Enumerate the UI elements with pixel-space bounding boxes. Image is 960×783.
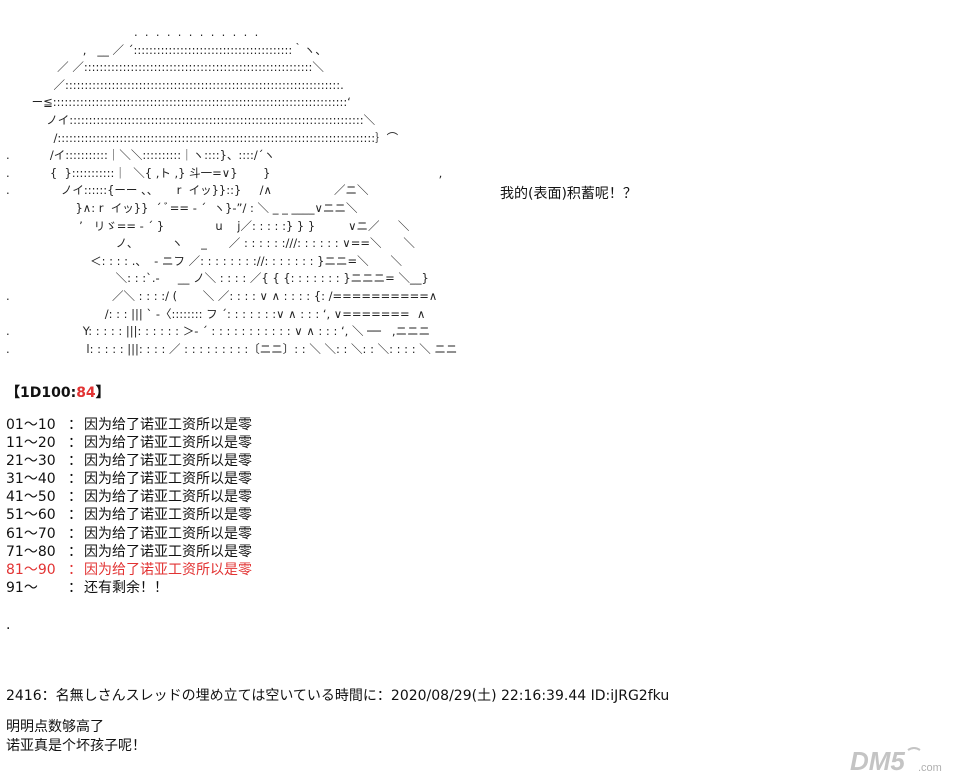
row-separator: ：: [68, 417, 82, 433]
spacer-dot: .: [6, 617, 11, 633]
row-range: 11～20: [6, 435, 56, 452]
row-separator: ：: [68, 579, 82, 596]
table-row: 91～ ：还有剩余！！: [6, 579, 252, 597]
row-text: 因为给了诺亚工资所以是零: [84, 471, 252, 488]
table-row: 71～80 ：因为给了诺亚工资所以是零: [6, 543, 252, 561]
row-range: 21～30: [6, 453, 56, 470]
ascii-art: . . . . . . . . . . . . , __ ／ ´::::::::…: [6, 25, 458, 356]
table-row: 61～70 ：因为给了诺亚工资所以是零: [6, 525, 252, 543]
row-range: 31～40: [6, 471, 56, 488]
row-text: 还有剩余！！: [84, 579, 168, 596]
row-separator: ：: [68, 561, 82, 578]
row-range: 51～60: [6, 507, 56, 524]
row-range: 91～: [6, 579, 38, 596]
row-separator: ：: [68, 525, 82, 542]
dice-roll-value: 84: [76, 385, 96, 401]
speech-text: 我的(表面)积蓄呢！？: [500, 186, 637, 202]
table-row: 51～60 ：因为给了诺亚工资所以是零: [6, 506, 252, 524]
row-text: 因为给了诺亚工资所以是零: [84, 561, 252, 578]
post-body: 明明点数够高了 诺亚真是个坏孩子呢！: [6, 719, 146, 754]
row-text: 因为给了诺亚工资所以是零: [84, 525, 252, 542]
row-range: 71～80: [6, 543, 56, 560]
row-separator: ：: [68, 543, 82, 560]
row-text: 因为给了诺亚工资所以是零: [84, 417, 252, 433]
row-separator: ：: [68, 489, 82, 506]
row-range: 61～70: [6, 525, 56, 542]
dice-roll-result: 【1D100:84】: [6, 382, 110, 402]
watermark-arc-icon: [907, 747, 921, 751]
table-row: 41～50 ：因为给了诺亚工资所以是零: [6, 488, 252, 506]
table-row: 31～40 ：因为给了诺亚工资所以是零: [6, 470, 252, 488]
row-text: 因为给了诺亚工资所以是零: [84, 489, 252, 506]
row-separator: ：: [68, 471, 82, 488]
row-range: 01～10: [6, 417, 56, 433]
dice-roll-close: 】: [95, 385, 110, 401]
table-row: 11～20 ：因为给了诺亚工资所以是零: [6, 434, 252, 452]
row-separator: ：: [68, 507, 82, 524]
row-range: 81～90: [6, 561, 56, 578]
row-text: 因为给了诺亚工资所以是零: [84, 543, 252, 560]
table-row: 01～10 ：因为给了诺亚工资所以是零: [6, 416, 252, 434]
table-row: 21～30 ：因为给了诺亚工资所以是零: [6, 452, 252, 470]
row-text: 因为给了诺亚工资所以是零: [84, 435, 252, 452]
dice-roll-label: 【1D100:: [6, 385, 77, 401]
row-text: 因为给了诺亚工资所以是零: [84, 507, 252, 524]
post-header: 2416：名無しさんスレッドの埋め立ては空いている時間に：2020/08/29(…: [6, 688, 670, 704]
watermark-text: DM5: [850, 746, 905, 776]
site-watermark-logo: DM5 .com: [850, 746, 942, 776]
watermark-sub: .com: [918, 762, 942, 774]
table-row: 81～90 ：因为给了诺亚工资所以是零: [6, 561, 252, 579]
row-separator: ：: [68, 435, 82, 452]
row-range: 41～50: [6, 489, 56, 506]
row-text: 因为给了诺亚工资所以是零: [84, 453, 252, 470]
row-separator: ：: [68, 453, 82, 470]
